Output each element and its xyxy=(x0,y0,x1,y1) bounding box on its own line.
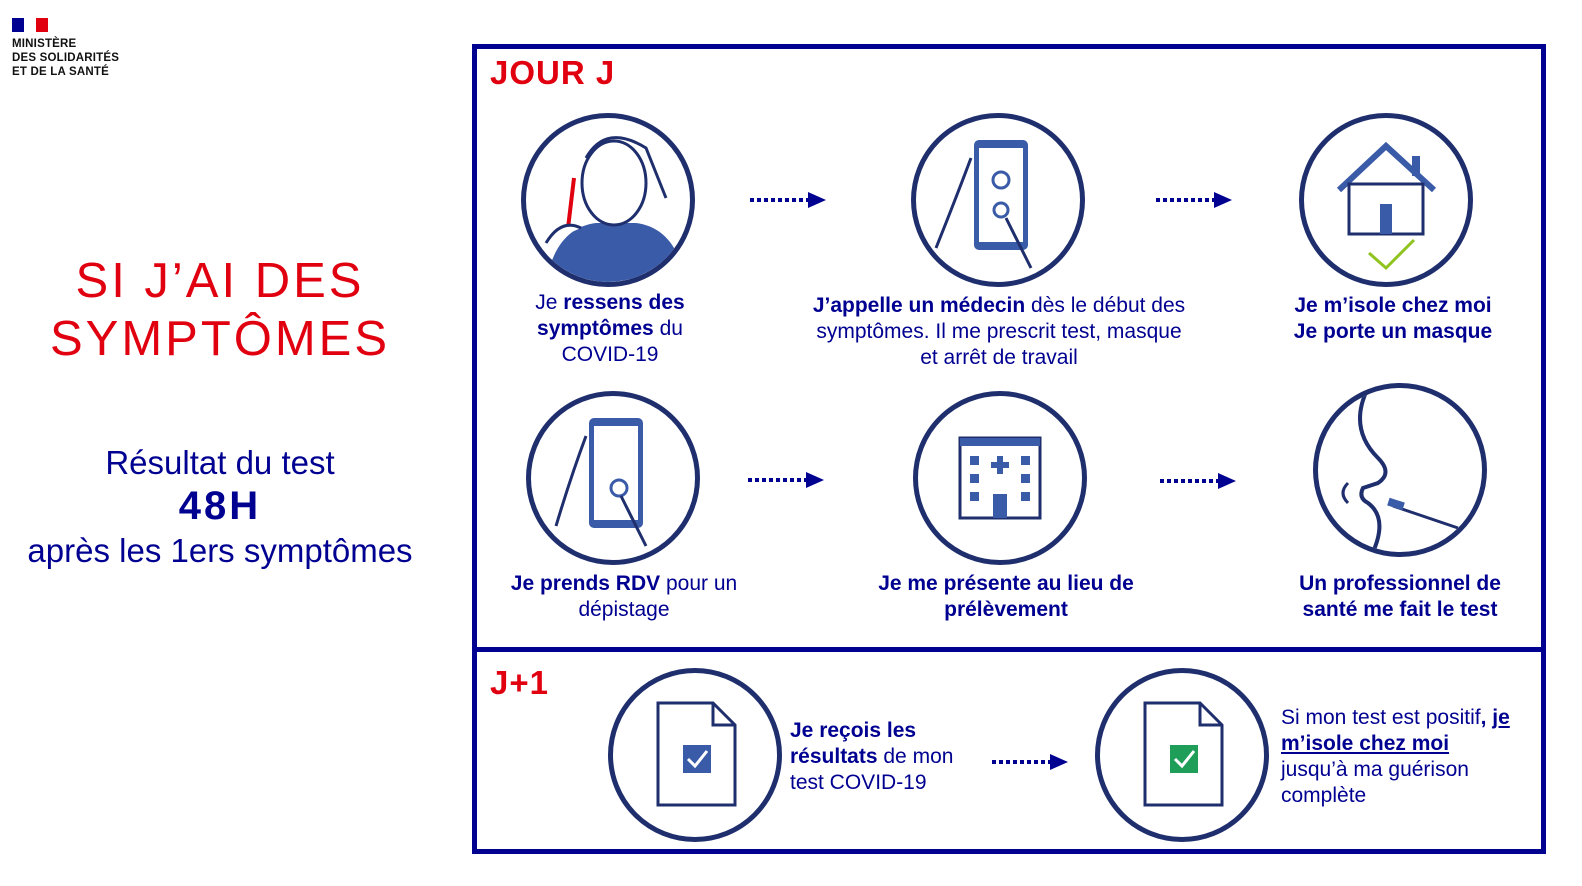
step-caption-isolate: Je m’isole chez moi Je porte un masque xyxy=(1293,294,1493,343)
arrow-right-icon xyxy=(750,192,826,208)
title-line: SI J’AI DES xyxy=(75,254,365,308)
hospital-icon xyxy=(913,391,1087,565)
arrow-right-icon xyxy=(992,754,1068,770)
phone-doctor-icon xyxy=(911,113,1085,287)
logo-line: ET DE LA SANTÉ xyxy=(12,66,109,78)
nasal-swab-icon xyxy=(1313,383,1487,557)
step-caption-positive: Si mon test est positif, je m’isole chez… xyxy=(1281,706,1510,807)
section-divider xyxy=(472,647,1546,652)
logo-line: DES SOLIDARITÉS xyxy=(12,52,120,64)
section-j1-label: J+1 xyxy=(490,664,549,701)
phone-call-icon xyxy=(526,391,700,565)
house-check-icon xyxy=(1299,113,1473,287)
timeline-box xyxy=(472,44,1546,854)
document-check-icon xyxy=(608,668,782,842)
arrow-right-icon xyxy=(748,472,824,488)
person-fever-icon xyxy=(521,113,695,287)
result-delay: 48H xyxy=(178,484,262,528)
step-caption-call-doctor: J’appelle un médecin dès le début des sy… xyxy=(812,294,1186,369)
title-line: SYMPTÔMES xyxy=(49,312,391,366)
page-title: SI J’AI DES SYMPTÔMES xyxy=(0,252,440,368)
logo-line: MINISTÈRE xyxy=(12,38,77,50)
step-caption-professional: Un professionnel de santé me fait le tes… xyxy=(1299,572,1501,621)
section-jour-j-label: JOUR J xyxy=(490,54,616,91)
isolate-link[interactable]: je m’isole chez moi xyxy=(1281,706,1510,755)
step-caption-test-site: Je me présente au lieu de prélèvement xyxy=(878,572,1134,621)
result-label: Résultat du test xyxy=(105,444,335,481)
document-green-check-icon xyxy=(1095,668,1269,842)
result-sublabel: après les 1ers symptômes xyxy=(27,532,413,569)
step-caption-appointment: Je prends RDV pour un dépistage xyxy=(510,572,738,621)
ministry-logo-text: MINISTÈRE DES SOLIDARITÉS ET DE LA SANTÉ xyxy=(12,37,119,79)
arrow-right-icon xyxy=(1156,192,1232,208)
republic-flag-logo xyxy=(12,18,48,32)
step-caption-results: Je reçois les résultats de mon test COVI… xyxy=(790,719,954,794)
step-caption-symptoms: Je ressens des symptômes du COVID-19 xyxy=(535,291,685,366)
arrow-right-icon xyxy=(1160,473,1236,489)
